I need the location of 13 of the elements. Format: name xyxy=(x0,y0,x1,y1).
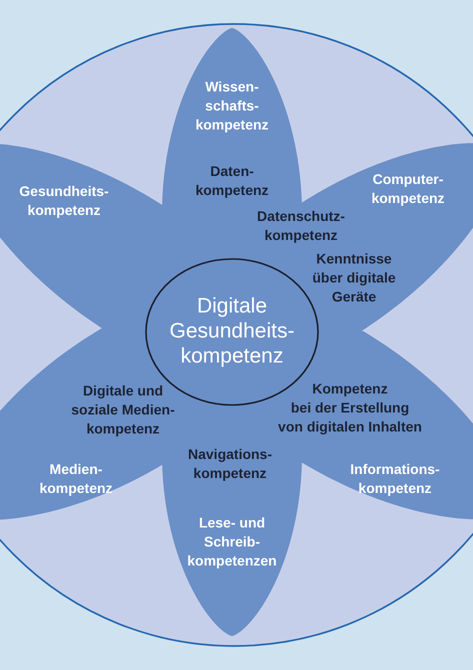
center-label: Digitale Gesundheits- kompetenz xyxy=(170,294,294,368)
inner-label: Digitale und soziale Medien- kompetenz xyxy=(71,382,175,438)
inner-label: Navigations- kompetenz xyxy=(188,445,272,483)
inner-label: Datenschutz- kompetenz xyxy=(257,207,345,245)
petal-label: Lese- und Schreib- kompetenzen xyxy=(187,514,277,570)
petal-label: Computer- kompetenz xyxy=(371,170,445,208)
inner-label: Kompetenz bei der Erstellung von digitalen Inhalten xyxy=(278,380,422,436)
petal-label: Gesundheits- kompetenz xyxy=(19,182,109,220)
petal-label: Wissen- schafts- kompetenz xyxy=(195,78,269,134)
petal-label: Medien- kompetenz xyxy=(39,460,113,498)
inner-label: Daten- kompetenz xyxy=(195,162,269,200)
petal-label: Informations- kompetenz xyxy=(350,460,440,498)
inner-label: Kenntnisse über digitale Geräte xyxy=(312,250,396,306)
